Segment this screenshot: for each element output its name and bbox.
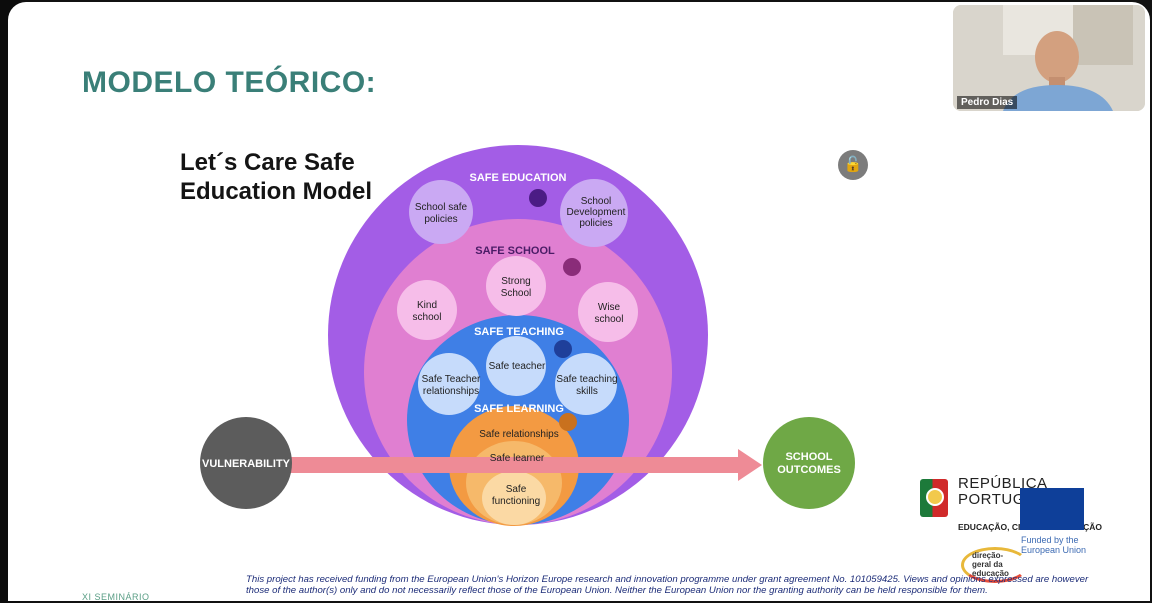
school-lock-icon[interactable] [563,258,581,276]
webcam-tile[interactable]: Pedro Dias [953,5,1145,111]
dge-logo-text: direção-geral da educação [972,551,1009,578]
safe-teaching-label: SAFE TEACHING [474,326,564,338]
item-safe-learner: Safe learner [490,453,545,464]
funded-by-eu: Funded by the European Union [1021,535,1087,555]
slide-title: MODELO TEÓRICO: [82,66,377,99]
outcomes-circle [763,417,855,509]
arrow-head [738,449,762,481]
portugal-seal-icon [926,488,944,506]
participant-name: Pedro Dias [957,96,1018,109]
safe-education-label: SAFE EDUCATION [470,172,567,184]
footer-seminar: XI SEMINÁRIO [82,592,150,602]
dge-logo-icon [961,547,1029,583]
eu-disclaimer: This project has received funding from t… [246,574,1089,596]
learning-lock-icon[interactable] [559,413,577,431]
arrow-bar [286,457,738,473]
teaching-lock-icon[interactable] [554,340,572,358]
vulnerability-label: VULNERABILITY [202,458,291,470]
safe-school-label: SAFE SCHOOL [475,245,555,257]
model-title: Let´s Care Safe Education Model [180,149,372,205]
education-lock-icon[interactable] [529,189,547,207]
webcam-video [953,5,1145,111]
item-safe-relationships: Safe relationships [479,429,559,440]
vulnerability-circle [200,417,292,509]
lock-icon[interactable]: 🔓 [838,150,868,180]
eu-flag-icon [1020,488,1084,530]
item-safe-teacher: Safe teacher [489,361,546,372]
safe-learning-label: SAFE LEARNING [474,403,564,415]
republica-portuguesa-logo: REPÚBLICA PORTUGUESA [958,475,1068,508]
